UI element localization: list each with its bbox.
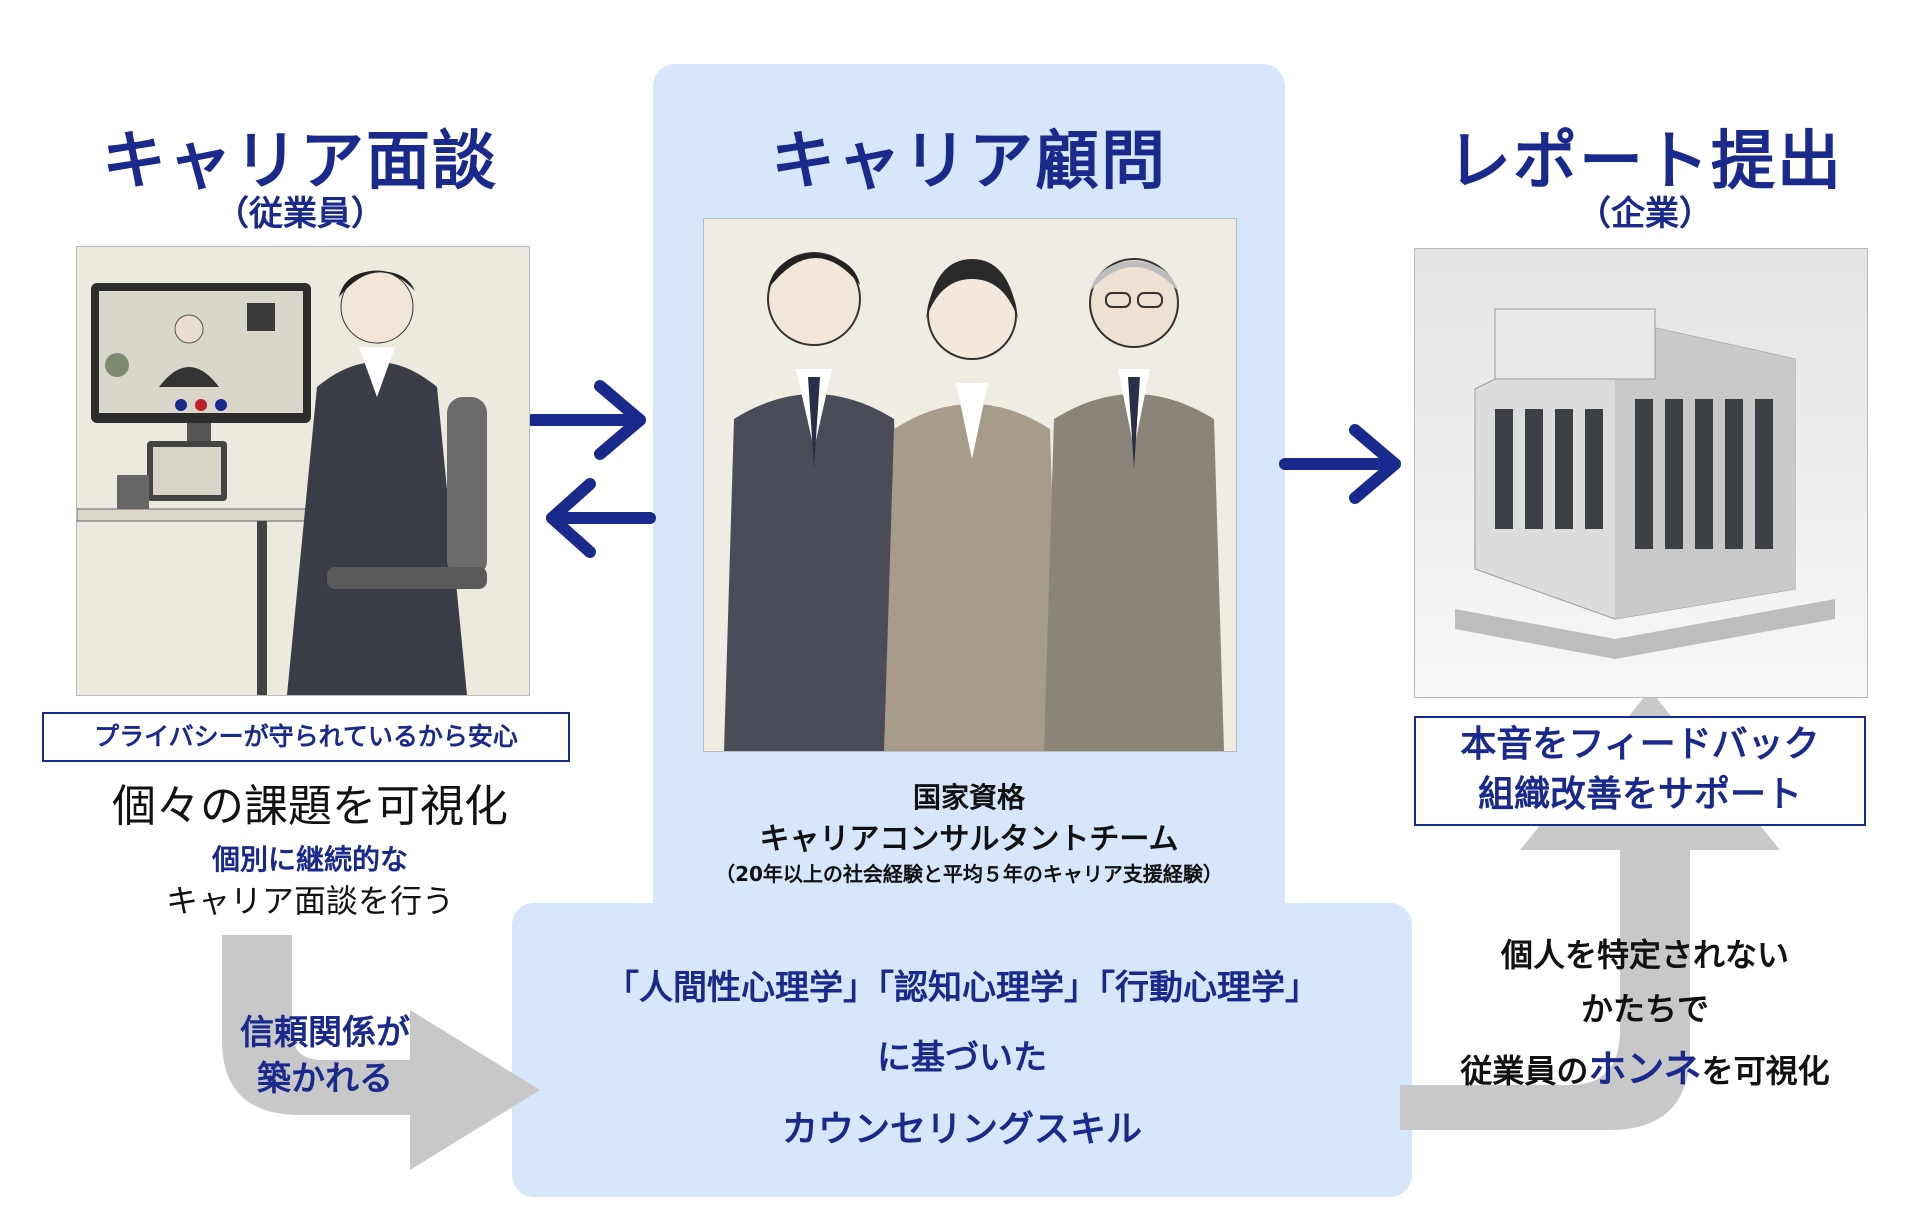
trust-line-1: 信頼関係が bbox=[240, 1013, 410, 1053]
trust-flow-arrow bbox=[222, 935, 540, 1170]
advisor-title: キャリア顧問 bbox=[771, 125, 1167, 199]
employee-title: キャリア面談 bbox=[102, 125, 498, 199]
anonymous-text: 個人を特定されない bbox=[1500, 936, 1789, 974]
in-a-way-text: かたちで bbox=[1580, 990, 1709, 1028]
counseling-skill-text: カウンセリングスキル bbox=[781, 1109, 1142, 1150]
honne-post: を可視化 bbox=[1701, 1052, 1830, 1090]
company-building-illustration bbox=[1414, 248, 1868, 698]
trust-line-2: 築かれる bbox=[257, 1059, 393, 1099]
interview-illustration bbox=[76, 246, 530, 696]
employee-subtitle: （従業員） bbox=[215, 194, 385, 234]
feedback-box: 本音をフィードバック 組織改善をサポート bbox=[1414, 716, 1866, 826]
company-subtitle: （企業） bbox=[1577, 194, 1713, 234]
arrow-to-employee bbox=[546, 478, 656, 558]
consultant-team-text: キャリアコンサルタントチーム bbox=[759, 822, 1179, 857]
continuous-text: 個別に継続的な bbox=[211, 843, 408, 876]
honne-text: 従業員のホンネを可視化 bbox=[1410, 1038, 1880, 1093]
experience-text: （20年以上の社会経験と平均５年のキャリア支援経験） bbox=[715, 862, 1223, 886]
psychology-text: 「人間性心理学」「認知心理学」「行動心理学」 bbox=[605, 968, 1319, 1008]
privacy-badge: プライバシーが守られているから安心 bbox=[42, 712, 570, 762]
based-on-text: に基づいた bbox=[877, 1038, 1047, 1078]
arrow-to-advisor bbox=[526, 380, 646, 460]
honne-emphasis: ホンネ bbox=[1588, 1047, 1702, 1091]
arrow-to-company bbox=[1279, 424, 1401, 504]
qualification-text: 国家資格 bbox=[912, 781, 1025, 814]
trust-text: 信頼関係が 築かれる bbox=[200, 1010, 450, 1102]
feedback-line-1: 本音をフィードバック bbox=[1460, 724, 1820, 765]
report-title: レポート提出 bbox=[1447, 125, 1843, 199]
honne-pre: 従業員の bbox=[1460, 1052, 1589, 1090]
feedback-line-2: 組織改善をサポート bbox=[1477, 774, 1802, 815]
skill-panel bbox=[512, 903, 1412, 1197]
advisor-team-illustration bbox=[703, 218, 1237, 752]
visualize-issues-text: 個々の課題を可視化 bbox=[112, 781, 508, 832]
career-interview-text: キャリア面談を行う bbox=[165, 882, 454, 920]
